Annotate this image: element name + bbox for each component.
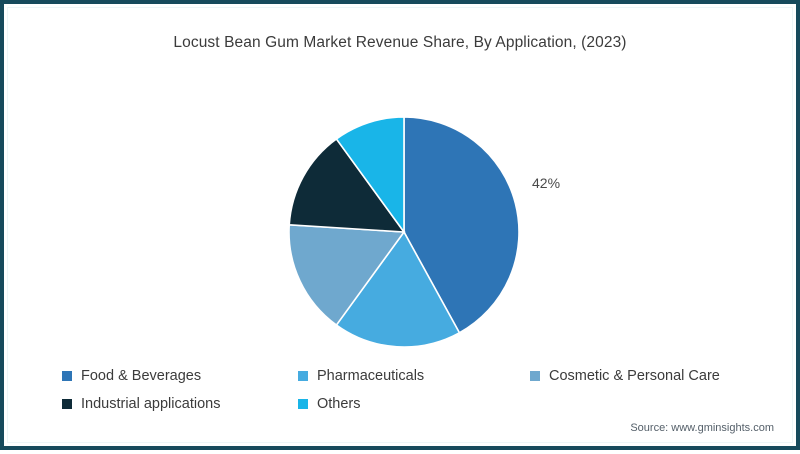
legend-swatch-icon [298, 371, 308, 381]
page-title: Locust Bean Gum Market Revenue Share, By… [173, 34, 627, 51]
legend-item-cosmetic-personal-care[interactable]: Cosmetic & Personal Care [530, 368, 752, 384]
legend-label: Cosmetic & Personal Care [549, 368, 720, 384]
legend-item-pharmaceuticals[interactable]: Pharmaceuticals [298, 368, 530, 384]
legend-row: Industrial applications Others [62, 390, 752, 418]
legend-swatch-icon [298, 399, 308, 409]
chart-legend: Food & Beverages Pharmaceuticals Cosmeti… [62, 362, 752, 418]
source-attribution: Source: www.gminsights.com [630, 422, 774, 434]
legend-swatch-icon [62, 371, 72, 381]
legend-label: Others [317, 396, 361, 412]
legend-row: Food & Beverages Pharmaceuticals Cosmeti… [62, 362, 752, 390]
legend-swatch-icon [530, 371, 540, 381]
legend-label: Industrial applications [81, 396, 221, 412]
legend-swatch-icon [62, 399, 72, 409]
legend-item-others[interactable]: Others [298, 396, 530, 412]
legend-item-food-beverages[interactable]: Food & Beverages [62, 368, 298, 384]
legend-label: Food & Beverages [81, 368, 202, 384]
legend-label: Pharmaceuticals [317, 368, 425, 384]
legend-item-industrial-applications[interactable]: Industrial applications [62, 396, 298, 412]
